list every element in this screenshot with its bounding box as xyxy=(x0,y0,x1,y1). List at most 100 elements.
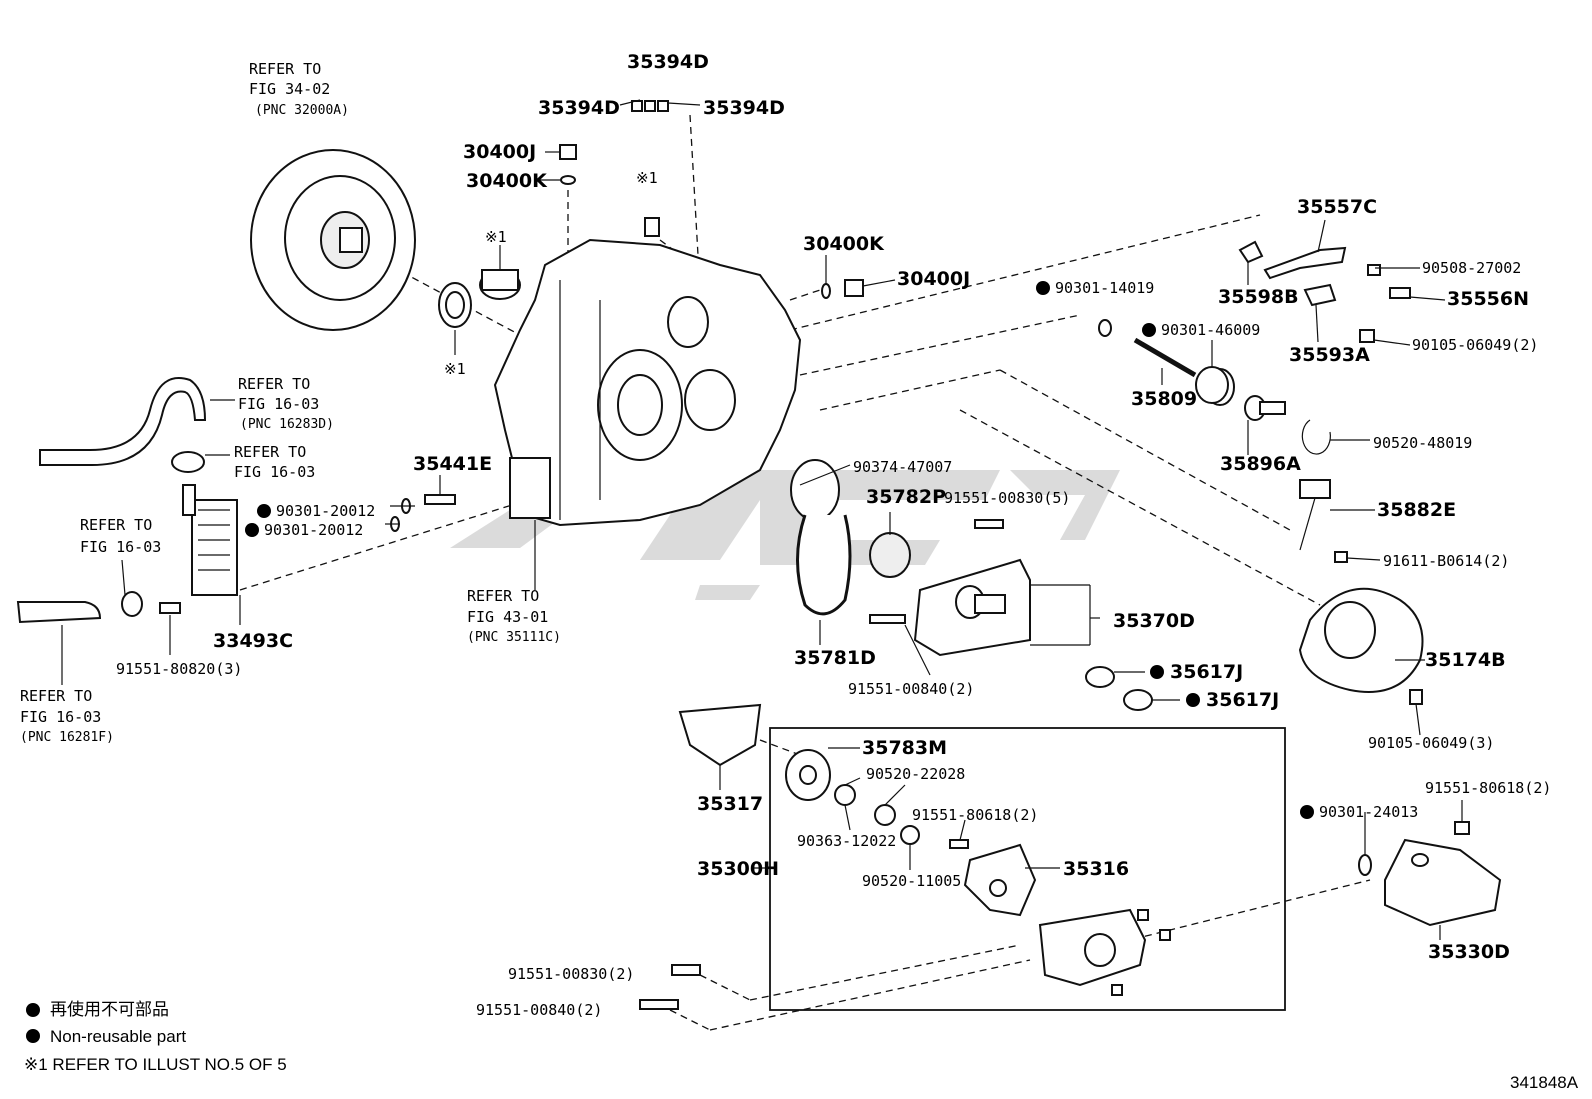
refer-hose-lower-line1: REFER TO xyxy=(20,687,92,705)
bolts-lower xyxy=(159,494,701,1010)
label-90520-11005: 90520-11005 xyxy=(862,872,961,890)
refer-case-line3: (PNC 35111C) xyxy=(467,630,561,645)
torque-converter xyxy=(250,149,416,331)
pump-cover-plate xyxy=(1298,587,1424,705)
note-mark-b: ※1 xyxy=(485,228,507,246)
label-35441e: 35441E xyxy=(413,453,492,475)
legend-note: ※1 REFER TO ILLUST NO.5 OF 5 xyxy=(24,1055,287,1074)
label-91551-00830-5: 91551-00830(5) xyxy=(944,489,1070,507)
label-90301-46009: 90301-46009 xyxy=(1161,321,1260,339)
label-90520-48019: 90520-48019 xyxy=(1373,434,1472,452)
legend-dot xyxy=(26,1029,40,1043)
label-35617j-a: 35617J xyxy=(1170,661,1243,683)
label-35617j-b: 35617J xyxy=(1206,689,1279,711)
label-90301-14019: 90301-14019 xyxy=(1055,279,1154,297)
chain-guard xyxy=(678,703,762,767)
oil-pump-assembly-frame xyxy=(769,727,1286,1011)
label-91611-b0614: 91611-B0614(2) xyxy=(1383,552,1509,570)
refer-converter-line2: FIG 34-02 xyxy=(249,80,330,98)
label-91551-00840-b: 91551-00840(2) xyxy=(476,1001,602,1019)
label-90105-06049-b: 90105-06049(3) xyxy=(1368,734,1494,752)
label-35556n: 35556N xyxy=(1447,288,1529,310)
label-91551-00840-a: 91551-00840(2) xyxy=(848,680,974,698)
legend-en: Non-reusable part xyxy=(50,1027,186,1046)
label-30400k-a: 30400K xyxy=(466,170,548,192)
label-35557c: 35557C xyxy=(1297,196,1377,218)
refer-clip-upper-line1: REFER TO xyxy=(234,443,306,461)
non-reusable-dot xyxy=(1300,805,1314,819)
label-35394d-left: 35394D xyxy=(538,97,620,119)
label-35896a: 35896A xyxy=(1220,453,1301,475)
oil-cooler-hose-lower xyxy=(16,601,102,624)
refer-converter-line1: REFER TO xyxy=(249,60,321,78)
oil-cooler-hose-upper xyxy=(39,377,207,466)
refer-hose-lower-line2: FIG 16-03 xyxy=(20,708,101,726)
label-35394d-top: 35394D xyxy=(627,51,709,73)
transmission-case xyxy=(493,238,802,527)
label-35174b: 35174B xyxy=(1425,649,1506,671)
label-91551-00830-2: 91551-00830(2) xyxy=(508,965,634,983)
note-mark-c: ※1 xyxy=(444,360,466,378)
oil-strainer xyxy=(1384,821,1502,927)
label-90520-22028: 90520-22028 xyxy=(866,765,965,783)
oil-pump xyxy=(1038,908,1171,996)
label-90374-47007: 90374-47007 xyxy=(853,458,952,476)
label-90301-20012-b: 90301-20012 xyxy=(264,521,363,539)
label-91551-80618-a: 91551-80618(2) xyxy=(912,806,1038,824)
breather-plug xyxy=(559,100,864,299)
label-33493c: 33493C xyxy=(213,630,293,652)
label-35370d: 35370D xyxy=(1113,610,1195,632)
pump-sprocket xyxy=(785,749,969,849)
label-35330d: 35330D xyxy=(1428,941,1510,963)
label-35598b: 35598B xyxy=(1218,286,1299,308)
label-90301-24013: 90301-24013 xyxy=(1319,803,1418,821)
figure-id: 341848A xyxy=(1510,1073,1579,1092)
label-90105-06049-a: 90105-06049(2) xyxy=(1412,336,1538,354)
hose-clip xyxy=(121,451,205,617)
label-35317: 35317 xyxy=(697,793,763,815)
refer-hose-upper-line2: FIG 16-03 xyxy=(238,395,319,413)
refer-clip-lower-line2: FIG 16-03 xyxy=(80,538,161,556)
refer-hose-upper-line3: (PNC 16283D) xyxy=(240,417,334,432)
refer-clip-upper-line2: FIG 16-03 xyxy=(234,463,315,481)
label-35783m: 35783M xyxy=(862,737,947,759)
label-35593a: 35593A xyxy=(1289,344,1370,366)
label-30400j-a: 30400J xyxy=(463,141,536,163)
label-91551-80618-b: 91551-80618(2) xyxy=(1425,779,1551,797)
label-91551-80820: 91551-80820(3) xyxy=(116,660,242,678)
refer-case-line2: FIG 43-01 xyxy=(467,608,548,626)
non-reusable-dot xyxy=(1150,665,1164,679)
refer-clip-lower-line1: REFER TO xyxy=(80,516,152,534)
detent-spring xyxy=(1299,479,1348,563)
label-90508-27002: 90508-27002 xyxy=(1422,259,1521,277)
label-35300h: 35300H xyxy=(697,858,779,880)
label-35782p: 35782P xyxy=(866,486,946,508)
refer-case-line1: REFER TO xyxy=(467,587,539,605)
non-reusable-dot xyxy=(1036,281,1050,295)
non-reusable-dot xyxy=(245,523,259,537)
legend-dot xyxy=(26,1003,40,1017)
label-35781d: 35781D xyxy=(794,647,876,669)
label-90363-12022: 90363-12022 xyxy=(797,832,896,850)
label-35882e: 35882E xyxy=(1377,499,1456,521)
legend-jp: 再使用不可部品 xyxy=(50,999,169,1019)
label-35809: 35809 xyxy=(1131,388,1197,410)
label-leaders xyxy=(61,99,1463,940)
drive-chain xyxy=(790,459,911,616)
pump-plate xyxy=(963,843,1037,917)
label-30400k-b: 30400K xyxy=(803,233,885,255)
non-reusable-dot xyxy=(257,504,271,518)
label-90301-20012-a: 90301-20012 xyxy=(276,502,375,520)
refer-converter-line3: (PNC 32000A) xyxy=(255,103,349,118)
label-35316: 35316 xyxy=(1063,858,1129,880)
refer-hose-upper-line1: REFER TO xyxy=(238,375,310,393)
oil-cooler xyxy=(182,484,238,596)
note-mark-a: ※1 xyxy=(636,169,658,187)
label-30400j-b: 30400J xyxy=(897,268,970,290)
label-35394d-right: 35394D xyxy=(703,97,785,119)
oil-pump-body xyxy=(869,519,1031,657)
parking-lock-bracket xyxy=(1098,240,1411,343)
non-reusable-dot xyxy=(1186,693,1200,707)
non-reusable-dot xyxy=(1142,323,1156,337)
